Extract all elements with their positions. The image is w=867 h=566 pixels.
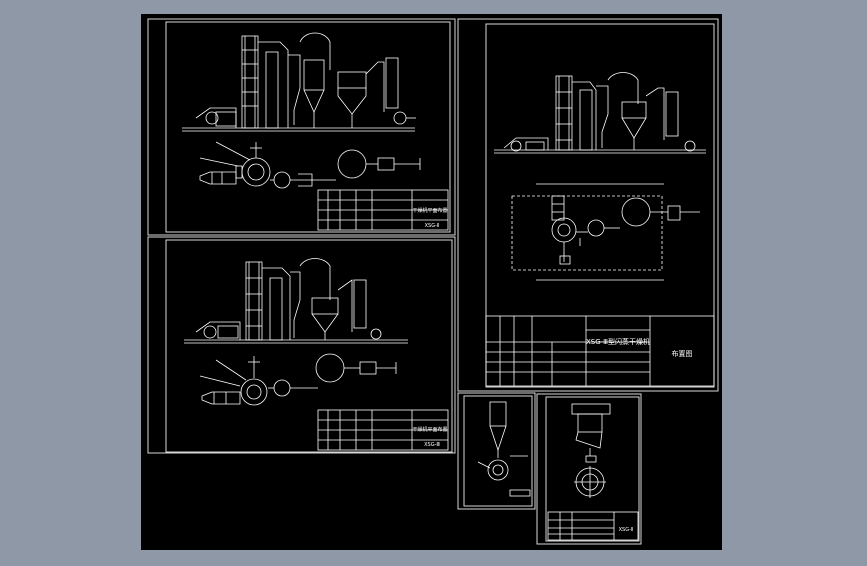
sheet-2-stamp-title: 干燥机平面布置 bbox=[412, 426, 447, 433]
model-space bbox=[141, 14, 722, 550]
sheet-5-title-block bbox=[547, 511, 639, 541]
sheet-4-frame bbox=[457, 392, 536, 510]
sheet-3-plan-view bbox=[511, 183, 700, 281]
sheet-2-drawing-code: XSG-Ⅲ bbox=[424, 442, 440, 448]
sheet-1-title-block bbox=[317, 189, 449, 231]
sheet-1-frame bbox=[147, 18, 456, 236]
sheet-2-title-block bbox=[317, 409, 449, 451]
sheet-1-elevation-view bbox=[182, 32, 416, 132]
sheet-5-drawing-code: XSG-Ⅱ bbox=[619, 527, 634, 533]
sheet-1-stamp-title: 干燥机平面布置 bbox=[412, 207, 447, 214]
sheet-2-elevation-view bbox=[184, 258, 408, 344]
sheet-3-elevation-view bbox=[494, 72, 706, 154]
sheet-3-drawing-title: 布置图 bbox=[672, 349, 693, 358]
sheet-3-title-block bbox=[485, 315, 715, 387]
sheet-5-frame bbox=[536, 393, 642, 545]
sheet-2-frame bbox=[147, 236, 456, 454]
sheet-2-plan-view bbox=[199, 353, 397, 406]
sheet-4-part-drawing bbox=[477, 401, 531, 497]
sheet-1-drawing-code: XSG-Ⅱ bbox=[425, 223, 440, 229]
sheet-3-frame bbox=[457, 18, 719, 392]
sheet-3-product-title: XSG-Ⅲ型闪蒸干燥机 bbox=[586, 337, 650, 346]
sheet-5-part-drawing bbox=[571, 403, 611, 498]
sheet-1-plan-view bbox=[199, 141, 421, 189]
